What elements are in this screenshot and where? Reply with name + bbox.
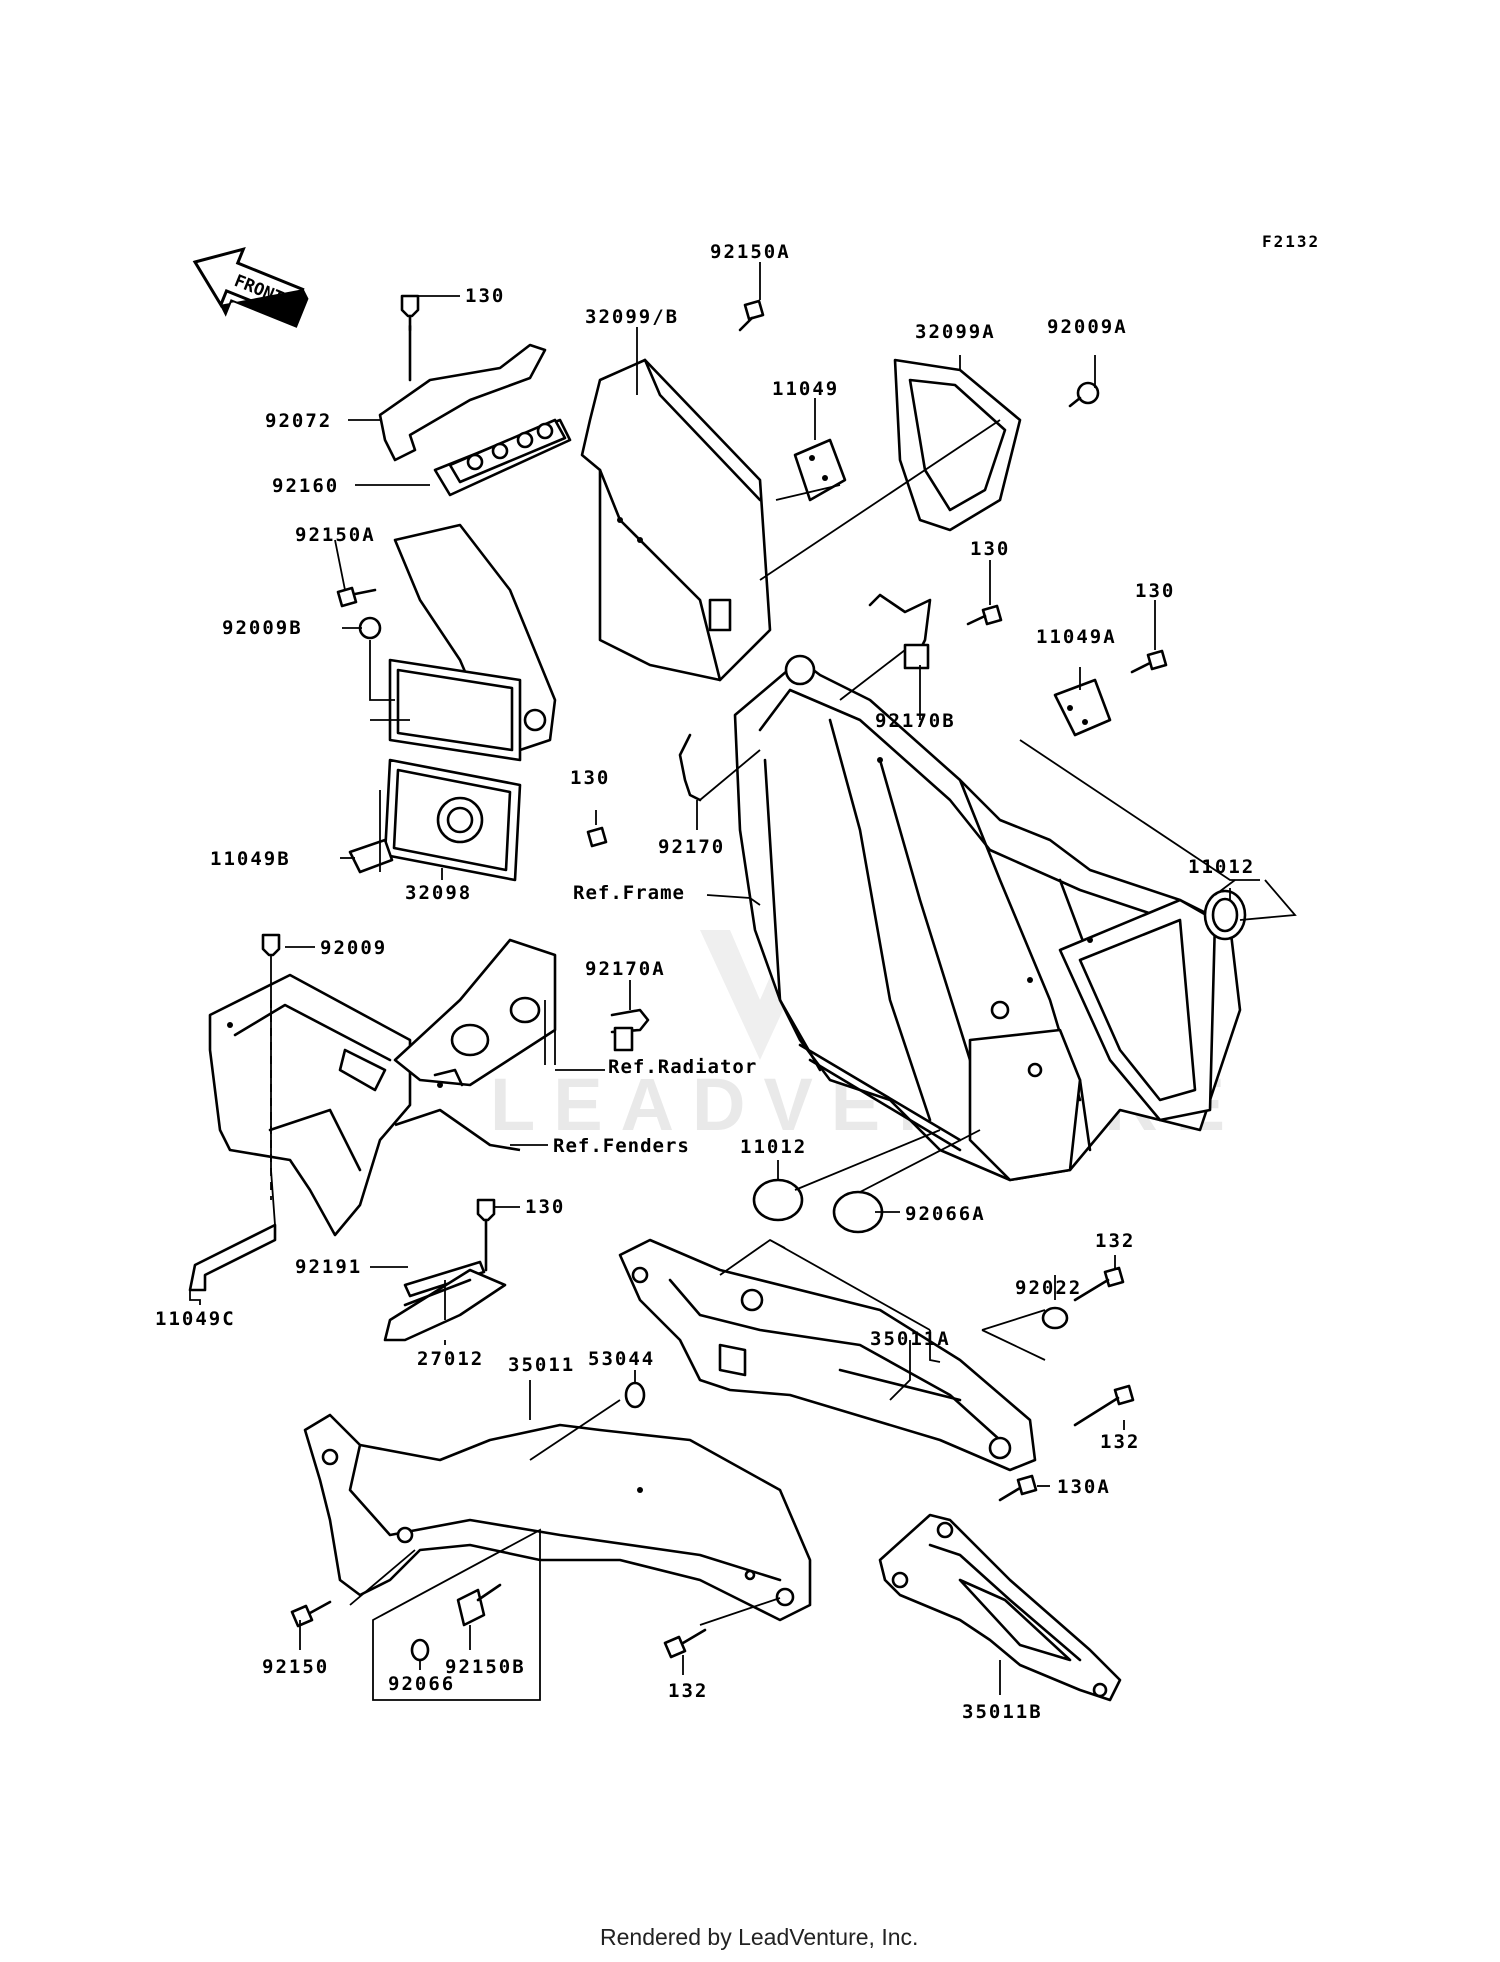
- label-130a[interactable]: 130A: [1057, 1476, 1111, 1498]
- clip-11049c-icon: [188, 1223, 277, 1292]
- label-132-upper[interactable]: 132: [1095, 1230, 1135, 1252]
- label-92009a[interactable]: 92009A: [1047, 316, 1128, 338]
- bolt-130-mid-icon: [586, 826, 608, 848]
- washer-92066-icon: [410, 1638, 430, 1662]
- toolbox-32098-icon: [383, 658, 522, 882]
- clip-92170a-icon: [610, 1008, 650, 1052]
- cap-92066a-icon: [832, 1190, 884, 1234]
- label-32099a[interactable]: 32099A: [915, 321, 996, 343]
- label-92150a-top[interactable]: 92150A: [710, 241, 791, 263]
- label-92022[interactable]: 92022: [1015, 1277, 1082, 1299]
- panel-32099b-icon: [580, 358, 772, 682]
- washer-92022-icon: [1041, 1306, 1069, 1330]
- screw-92009b-icon: [358, 616, 382, 640]
- label-132-lower[interactable]: 132: [668, 1680, 708, 1702]
- wire-92170-icon: [678, 733, 702, 802]
- label-92009b[interactable]: 92009B: [222, 617, 303, 639]
- frame-icon: [733, 654, 1242, 1182]
- cover-35011-icon: [303, 1413, 812, 1622]
- label-11012-left[interactable]: 11012: [740, 1136, 807, 1158]
- ref-fenders-label[interactable]: Ref.Fenders: [553, 1135, 690, 1157]
- holder-92160-icon: [433, 418, 572, 497]
- label-35011[interactable]: 35011: [508, 1354, 575, 1376]
- label-92009[interactable]: 92009: [320, 937, 387, 959]
- label-11049[interactable]: 11049: [772, 378, 839, 400]
- bolt-130-lower-icon: [476, 1198, 496, 1272]
- pin-92191-icon: [403, 1260, 486, 1298]
- label-92072[interactable]: 92072: [265, 410, 332, 432]
- clip-53044-icon: [624, 1381, 646, 1409]
- label-27012[interactable]: 27012: [417, 1348, 484, 1370]
- label-130-upper[interactable]: 130: [970, 538, 1010, 560]
- kit-box-icon: [372, 1528, 541, 1701]
- label-92150a-left[interactable]: 92150A: [295, 524, 376, 546]
- bolt-92150a-left-icon: [336, 586, 377, 608]
- bolt-92150b-icon: [456, 1583, 502, 1627]
- bracket-11049-icon: [793, 438, 847, 502]
- label-92150[interactable]: 92150: [262, 1656, 329, 1678]
- label-130-mid[interactable]: 130: [570, 767, 610, 789]
- label-35011a[interactable]: 35011A: [870, 1328, 951, 1350]
- reference-labels: Ref.Frame Ref.Radiator Ref.Fenders: [553, 882, 757, 1157]
- front-arrow-icon: FRONT: [192, 246, 309, 328]
- grommet-11012-right-icon: [1203, 889, 1247, 941]
- label-132-middle[interactable]: 132: [1100, 1431, 1140, 1453]
- label-32099b[interactable]: 32099/B: [585, 306, 679, 328]
- label-11049a[interactable]: 11049A: [1036, 626, 1117, 648]
- label-92066a[interactable]: 92066A: [905, 1203, 986, 1225]
- label-92066[interactable]: 92066: [388, 1673, 455, 1695]
- bolt-92150a-top-icon: [738, 299, 765, 332]
- bolt-92150-icon: [290, 1600, 332, 1628]
- part-labels: 130 92072 92160 92150A 92009B 11049B 320…: [155, 241, 1255, 1723]
- label-92150b[interactable]: 92150B: [445, 1656, 526, 1678]
- label-11049c[interactable]: 11049C: [155, 1308, 236, 1330]
- bolt-130a-icon: [998, 1474, 1038, 1502]
- label-32098[interactable]: 32098: [405, 882, 472, 904]
- clip-92170b-icon: [868, 593, 932, 670]
- label-92170[interactable]: 92170: [658, 836, 725, 858]
- diagram-code: F2132: [1262, 232, 1320, 251]
- label-92170a[interactable]: 92170A: [585, 958, 666, 980]
- label-130-top[interactable]: 130: [465, 285, 505, 307]
- label-11049b[interactable]: 11049B: [210, 848, 291, 870]
- ref-frame-label[interactable]: Ref.Frame: [573, 882, 685, 904]
- ref-radiator-label[interactable]: Ref.Radiator: [608, 1056, 757, 1078]
- label-92191[interactable]: 92191: [295, 1256, 362, 1278]
- screw-92009a-icon: [1068, 381, 1100, 408]
- cover-35011a-icon: [618, 1238, 1037, 1472]
- bracket-11049a-icon: [1053, 678, 1112, 737]
- bolt-132-lower-icon: [663, 1628, 707, 1659]
- battery-case-icon: [208, 973, 521, 1237]
- bolt-130-upper-icon: [966, 604, 1003, 626]
- label-11012-right[interactable]: 11012: [1188, 856, 1255, 878]
- screw-92009-icon: [261, 933, 281, 957]
- label-35011b[interactable]: 35011B: [962, 1701, 1043, 1723]
- label-92160[interactable]: 92160: [272, 475, 339, 497]
- cover-32099a-icon: [893, 358, 1022, 532]
- cover-35011b-icon: [878, 1513, 1122, 1702]
- label-130-lower[interactable]: 130: [525, 1196, 565, 1218]
- clip-11049b-icon: [348, 838, 394, 874]
- bolt-130-right-icon: [1130, 649, 1168, 674]
- label-130-right[interactable]: 130: [1135, 580, 1175, 602]
- label-53044[interactable]: 53044: [588, 1348, 655, 1370]
- bolt-132-upper-icon: [1073, 1266, 1125, 1302]
- leader-lines: [189, 262, 1297, 1695]
- grommet-11012-left-icon: [752, 1178, 804, 1222]
- footer-credit: Rendered by LeadVenture, Inc.: [600, 1924, 918, 1950]
- bolt-132-middle-icon: [1073, 1384, 1135, 1427]
- label-92170b[interactable]: 92170B: [875, 710, 956, 732]
